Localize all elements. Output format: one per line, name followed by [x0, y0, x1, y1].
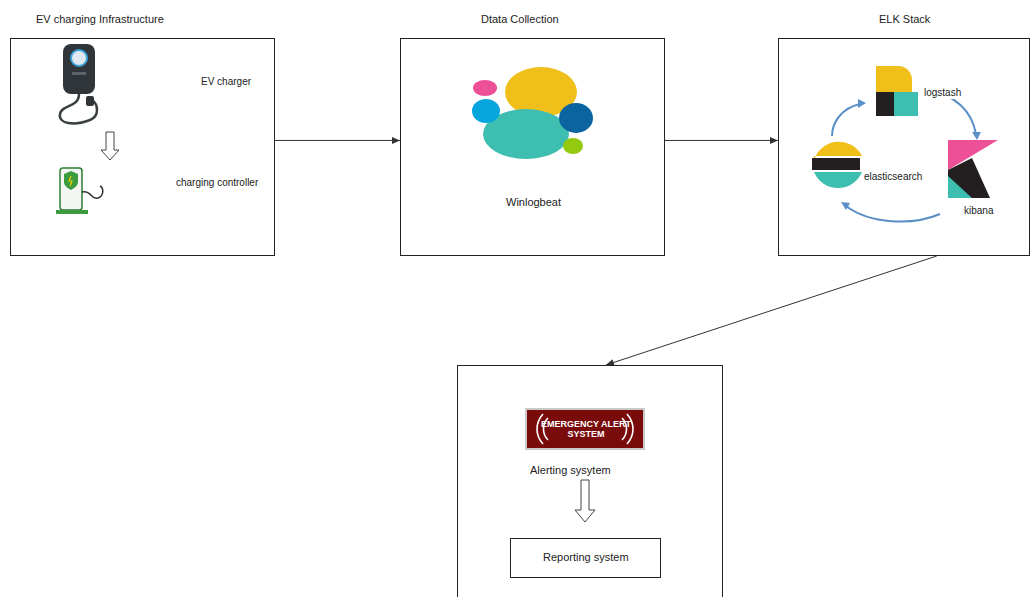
infrastructure-box: EV charging InfrastructureEV chargerchar… [10, 38, 275, 256]
flow-connector [275, 137, 400, 144]
flow-arrow [101, 132, 119, 160]
flow-connector [665, 137, 778, 144]
alerting-box: Alerting sysytemReporting system EMERGENC… [457, 365, 723, 597]
device-label: EV charger [201, 76, 251, 88]
charging-controller-icon [56, 168, 103, 214]
elk-logo [812, 66, 998, 222]
alert-sign [525, 408, 645, 450]
component-label: elasticsearch [863, 171, 923, 183]
box-heading: ELK Stack [879, 13, 930, 26]
sign-text: EMERGENCY ALERT SYSTEM [528, 411, 644, 449]
box-heading: EV charging Infrastructure [36, 13, 164, 26]
elk-box: ELK Stacklogstashelasticsearchkibana [778, 38, 1030, 256]
collection-box: Dtata CollectionWinlogbeat [400, 38, 665, 256]
tool-label: Winlogbeat [506, 196, 561, 209]
component-label: kibana [963, 205, 994, 217]
winlogbeat-logo [472, 67, 593, 159]
flow-connector [606, 256, 937, 366]
device-label: charging controller [176, 177, 258, 189]
flow-arrow [575, 480, 595, 522]
reporting-box: Reporting system [510, 538, 661, 578]
ev-charger-icon [60, 44, 97, 123]
component-label: logstash [923, 87, 962, 99]
alerting-label: Alerting sysytem [530, 464, 611, 477]
process-label: Reporting system [543, 551, 629, 564]
box-heading: Dtata Collection [481, 13, 559, 26]
